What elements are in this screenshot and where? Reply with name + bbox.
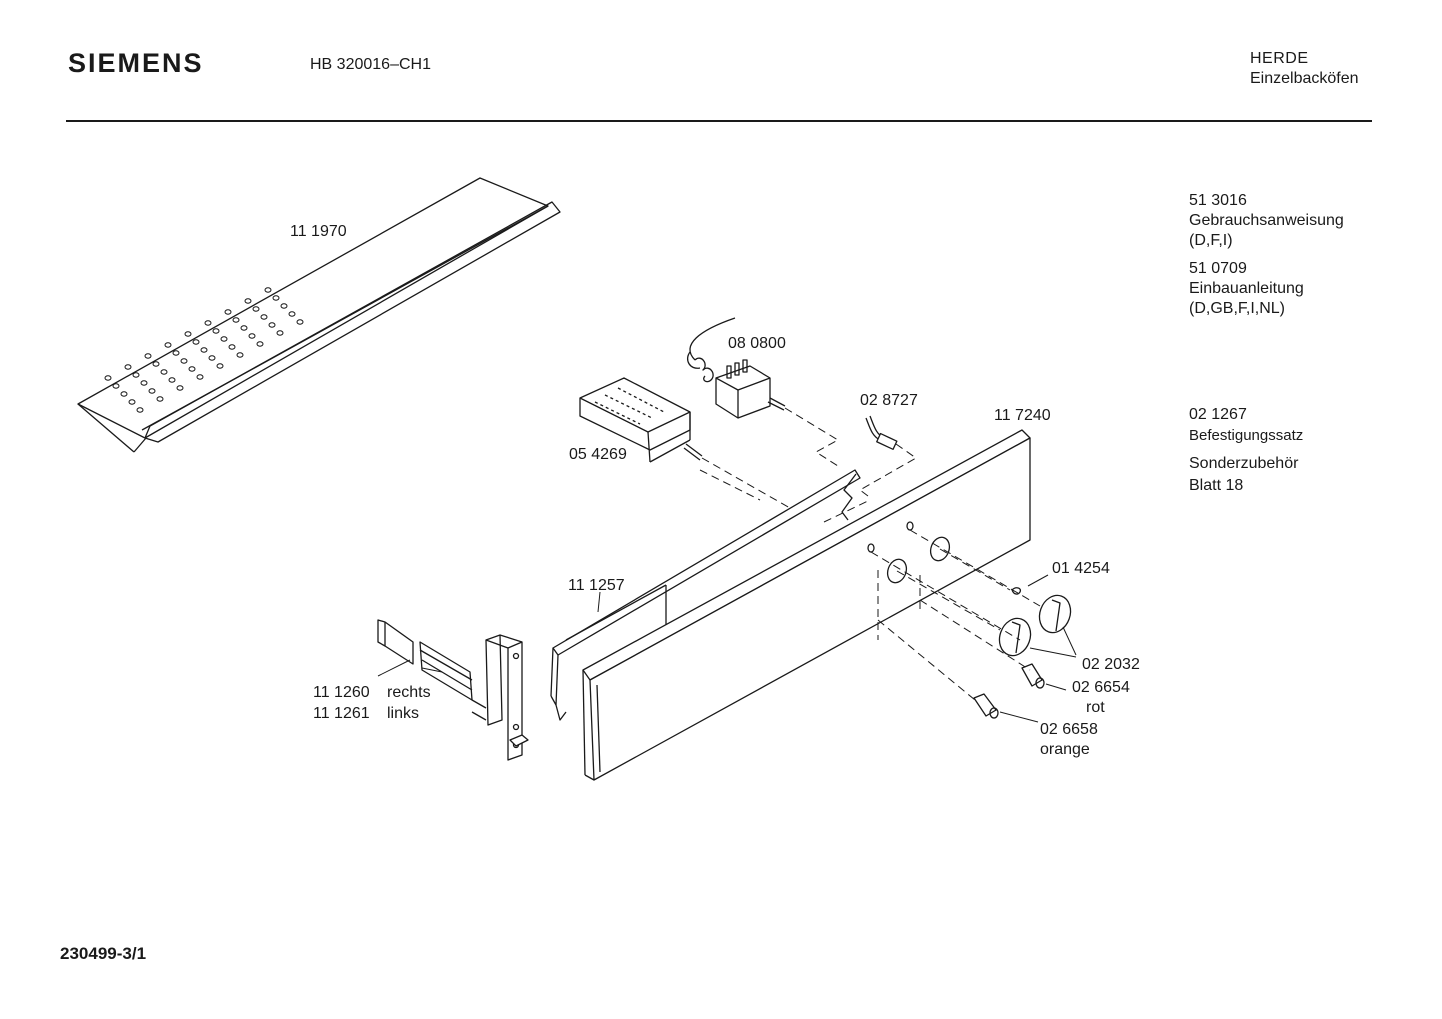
- perforation-hole: [148, 388, 156, 394]
- perforation-hole: [272, 295, 280, 301]
- label-lamp: 02 8727: [860, 392, 918, 409]
- perforation-hole: [200, 347, 208, 353]
- perforation-hole: [188, 366, 196, 372]
- fixing-number: 02 1267: [1189, 406, 1247, 423]
- manual-languages: (D,F,I): [1189, 232, 1233, 249]
- perforation-hole: [156, 396, 164, 402]
- perforation-hole: [104, 375, 112, 381]
- selector-switch: [579, 377, 703, 463]
- label-bracket-right-note: rechts: [387, 684, 431, 701]
- perforated-cover: [77, 177, 561, 453]
- install-number: 51 0709: [1189, 260, 1247, 277]
- label-spring: 01 4254: [1052, 560, 1110, 577]
- brand-logo: SIEMENS: [68, 48, 204, 78]
- perforation-hole: [248, 333, 256, 339]
- label-plate: 11 1257: [568, 577, 625, 594]
- perforation-hole: [216, 363, 224, 369]
- perforation-hole: [264, 287, 272, 293]
- label-thermostat: 08 0800: [728, 335, 786, 352]
- fixing-title: Befestigungssatz: [1189, 427, 1304, 444]
- label-bracket-left-note: links: [387, 705, 419, 722]
- perforation-hole: [128, 399, 136, 405]
- perforation-hole: [192, 339, 200, 345]
- perforation-hole: [120, 391, 128, 397]
- subcategory: Einzelbacköfen: [1250, 70, 1359, 87]
- label-indicator-orange-note: orange: [1040, 741, 1090, 758]
- perforation-hole: [252, 306, 260, 312]
- perforation-hole: [164, 342, 172, 348]
- perforation-hole: [184, 331, 192, 337]
- perforation-hole: [296, 319, 304, 325]
- spring-clip: [1011, 587, 1022, 595]
- perforation-hole: [288, 311, 296, 317]
- perforation-hole: [180, 358, 188, 364]
- perforation-hole: [276, 330, 284, 336]
- document-number: 230499-3/1: [60, 944, 147, 963]
- perforation-hole: [176, 385, 184, 391]
- manual-number: 51 3016: [1189, 192, 1247, 209]
- control-knobs: [998, 594, 1072, 657]
- label-cover: 11 1970: [290, 223, 347, 240]
- mounting-plate: [550, 469, 861, 721]
- perforation-hole: [152, 361, 160, 367]
- perforation-hole: [144, 353, 152, 359]
- perforation-hole: [280, 303, 288, 309]
- label-panel: 11 7240: [994, 407, 1051, 424]
- accessory-label: Sonderzubehör: [1189, 455, 1299, 472]
- assembly-lines: [699, 407, 1041, 701]
- perforation-hole: [140, 380, 148, 386]
- install-languages: (D,GB,F,I,NL): [1189, 300, 1286, 317]
- label-bracket-left: 11 1261: [313, 705, 370, 722]
- model-number: HB 320016–CH1: [310, 56, 431, 73]
- label-indicator-red: 02 6654: [1072, 679, 1130, 696]
- header-rule: [66, 120, 1372, 122]
- perforation-hole: [236, 352, 244, 358]
- perforation-hole: [112, 383, 120, 389]
- perforation-hole: [172, 350, 180, 356]
- perforation-hole: [224, 309, 232, 315]
- leader-lines: [377, 574, 1077, 723]
- label-indicator-orange: 02 6658: [1040, 721, 1098, 738]
- perforation-hole: [268, 322, 276, 328]
- perforation-hole: [208, 355, 216, 361]
- signal-lamp: [865, 415, 898, 450]
- perforation-hole: [232, 317, 240, 323]
- perforation-hole: [124, 364, 132, 370]
- label-switch: 05 4269: [569, 446, 627, 463]
- label-bracket-right: 11 1260: [313, 684, 370, 701]
- indicator-lenses: [973, 663, 1045, 719]
- perforation-hole: [244, 298, 252, 304]
- perforation-hole: [228, 344, 236, 350]
- thermostat: [686, 317, 786, 419]
- perforation-hole: [260, 314, 268, 320]
- perforation-hole: [196, 374, 204, 380]
- perforation-hole: [240, 325, 248, 331]
- perforation-hole: [256, 341, 264, 347]
- label-knob: 02 2032: [1082, 656, 1140, 673]
- perforation-hole: [168, 377, 176, 383]
- label-indicator-red-note: rot: [1086, 699, 1105, 716]
- perforation-hole: [136, 407, 144, 413]
- control-panel: [582, 429, 1031, 781]
- mounting-brackets: [377, 619, 529, 761]
- sheet-label: Blatt 18: [1189, 477, 1244, 494]
- perforation-hole: [132, 372, 140, 378]
- category: HERDE: [1250, 50, 1309, 67]
- perforation-hole: [220, 336, 228, 342]
- perforation-hole: [160, 369, 168, 375]
- manual-title: Gebrauchsanweisung: [1189, 212, 1344, 229]
- perforation-hole: [204, 320, 212, 326]
- install-title: Einbauanleitung: [1189, 280, 1304, 297]
- perforation-hole: [212, 328, 220, 334]
